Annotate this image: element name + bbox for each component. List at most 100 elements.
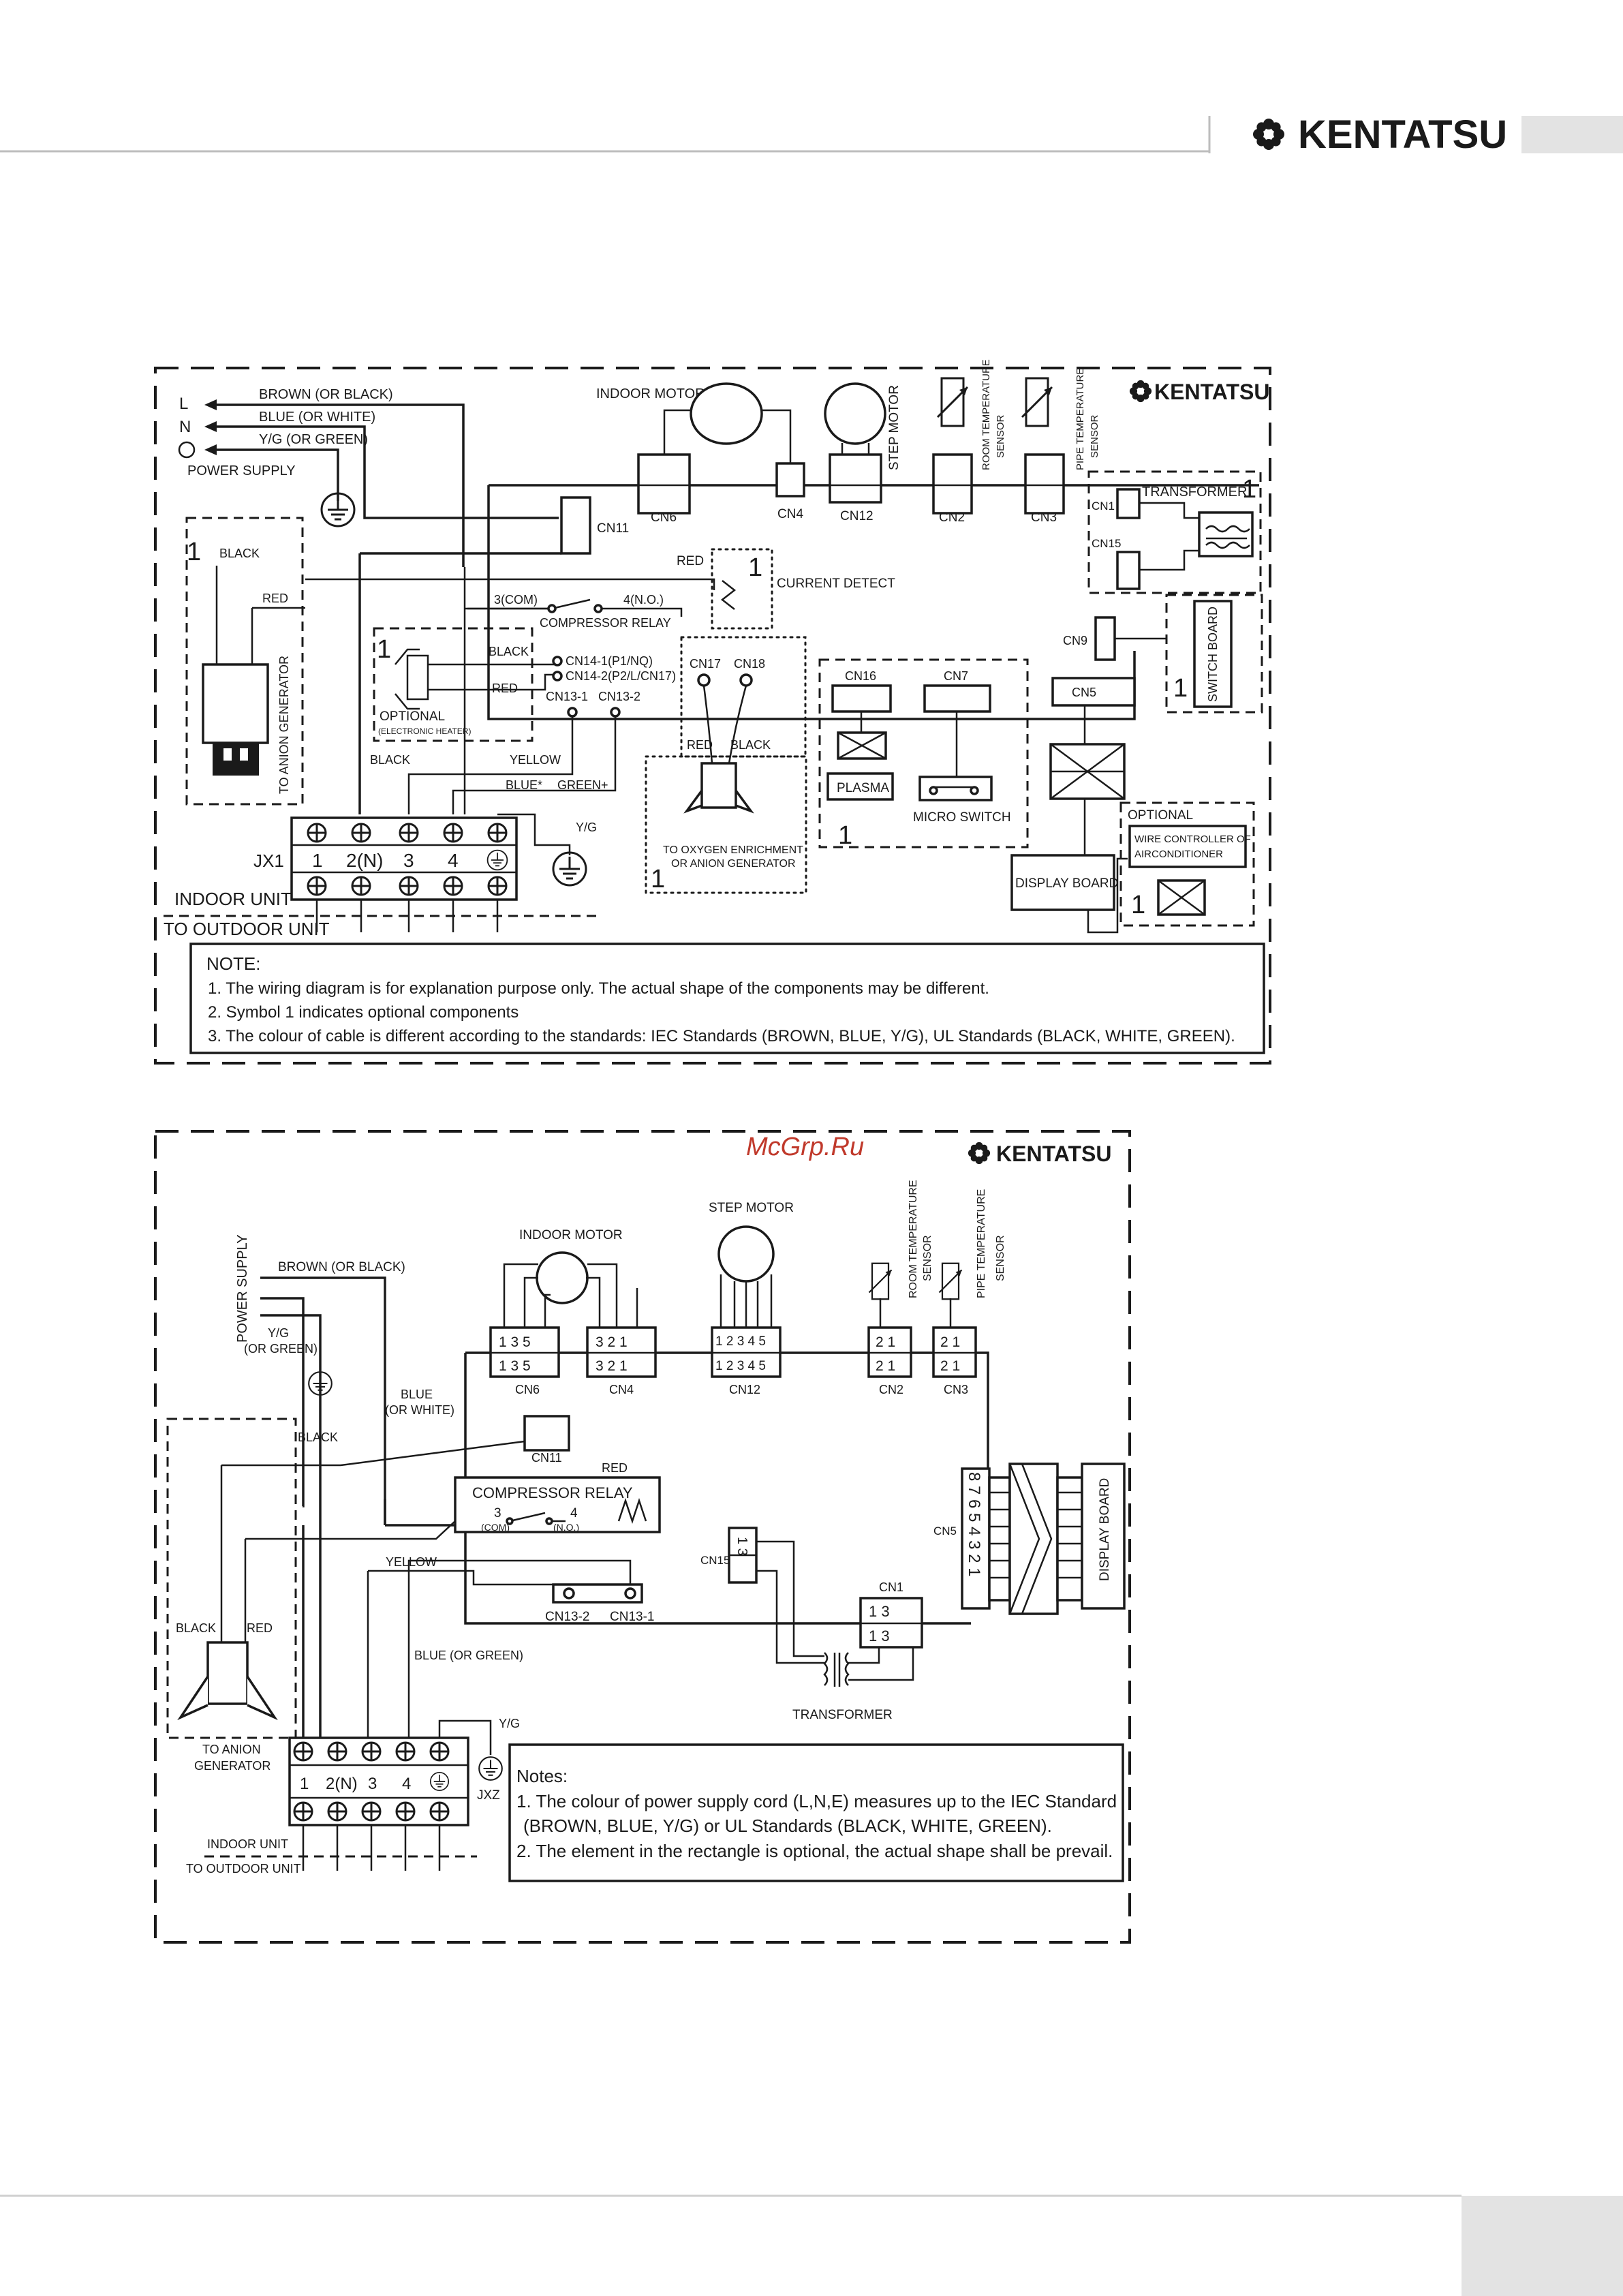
micro-switch-label: MICRO SWITCH [913,810,1011,825]
plasma-optional-mark: 1 [838,821,852,850]
current-detect-optional-mark: 1 [748,553,762,582]
cn12-label-2: CN12 [729,1383,760,1396]
compressor-relay-2 [454,1476,661,1533]
step-motor-label: STEP MOTOR [887,385,901,470]
label-blue: BLUE (OR WHITE) [259,410,375,425]
black-label-6: BLACK [176,1621,216,1635]
plasma-optional-frame [818,658,1029,848]
indoor-motor-leads [663,409,792,463]
cn6-label-2: CN6 [515,1383,540,1396]
indoor-motor-label: INDOOR MOTOR [596,386,705,401]
electronic-heater-icon [395,648,447,710]
cn13-1-label: CN13-1 [546,690,588,703]
wire-controller-label-2: AIRCONDITIONER [1134,848,1223,860]
electronic-heater-label: (ELECTRONIC HEATER) [378,726,471,736]
pipe-sensor-icon-2 [938,1262,963,1300]
pipe-sensor-2-label-1: PIPE TEMPERATURE [976,1189,987,1298]
wire-red-relay [305,578,715,590]
current-detect-optional-frame [711,548,773,630]
yg-label-2a: Y/G [268,1326,289,1340]
ground-2-icon [552,851,587,887]
transformer-optional-mark: 1 [1242,475,1256,504]
jx1-terminal-2: 2(N) [346,850,383,871]
plasma-label: PLASMA [837,781,889,795]
oxygen-optional-mark: 1 [651,865,665,893]
diagram-1: KENTATSU L N BROWN (OR BLACK) BLUE (OR W… [154,359,1271,1065]
main-board-bus [487,484,1259,720]
earth-symbol-icon [178,441,196,459]
anion-optional-frame [185,517,304,806]
cn1-label-2: CN1 [879,1580,903,1594]
arrow-n-icon [204,421,217,432]
connector-cn9 [1094,616,1116,661]
indoor-unit-label: INDOOR UNIT [174,889,292,909]
red-label-6: RED [247,1621,273,1635]
brown-label-2: BROWN (OR BLACK) [278,1260,405,1274]
red-label-5: RED [602,1461,628,1475]
current-detect-label: CURRENT DETECT [777,577,895,591]
wire-controller-optional-mark: 1 [1131,891,1145,919]
room-sensor-2-label-1: ROOM TEMPERATURE [908,1180,919,1298]
cn2-label: CN2 [939,510,965,525]
relay-no-label-2: (N.O.) [553,1522,579,1533]
green-plus-label: GREEN+ [557,778,608,792]
relay-com-label: 3(COM) [494,593,538,607]
outdoor-unit-label: TO OUTDOOR UNIT [164,919,330,939]
yg-label-1: Y/G [576,821,597,834]
cn6-pins-top: 1 3 5 [499,1334,531,1350]
optional-heater-label: OPTIONAL [380,709,445,724]
connector-cn11-2 [523,1415,570,1452]
oxygen-optional-frame-lower [645,755,807,894]
room-sensor-2-label-2: SENSOR [922,1235,933,1281]
cn14-1-label: CN14-1(P1/NQ) [566,654,653,668]
cn3-label-2: CN3 [944,1383,968,1396]
notes-2-line-2: (BROWN, BLUE, Y/G) or UL Standards (BLAC… [523,1816,1052,1836]
cn12-pins-bottom: 1 2 3 4 5 [715,1359,766,1373]
black-label-2: BLACK [370,753,410,767]
watermark: McGrp.Ru [746,1133,864,1161]
ground-1-icon [320,492,356,527]
power-supply-label: POWER SUPPLY [187,463,296,478]
heater-optional-mark: 1 [377,635,391,664]
anion-generator-label: TO ANION GENERATOR [277,656,291,794]
connector-cn16 [831,684,892,713]
wire2-left-1 [260,1297,305,1748]
blue-label-2a: BLUE [401,1388,433,1401]
notes-1-title: NOTE: [206,953,260,974]
step-motor-label-2: STEP MOTOR [709,1201,794,1215]
indoor-unit-label-2: INDOOR UNIT [207,1837,288,1851]
transformer-icon-2 [823,1652,850,1687]
diagram-1-frame [154,367,1271,1065]
room-sensor-icon [936,377,969,427]
jxz-terminal-4: 4 [402,1775,411,1793]
ground-4-icon [478,1756,503,1781]
cn13-2-label: CN13-2 [598,690,640,703]
optional-wire-label: OPTIONAL [1128,808,1193,823]
cn12-label: CN12 [840,509,874,523]
connector-cn4 [775,462,805,498]
oxygen-generator-icon [683,762,754,814]
cn15-pins: 1 3 [735,1537,749,1556]
connector-cn5 [1051,677,1136,707]
arrow-e-icon [204,444,217,455]
connector-cn7 [923,684,991,713]
cn3-label: CN3 [1031,510,1057,525]
blue-label-2b: (OR WHITE) [385,1403,454,1417]
yellow-label-2: YELLOW [386,1555,437,1569]
cn16-label: CN16 [845,669,876,683]
footer-tab [1462,2196,1623,2296]
anion-optional-mark: 1 [187,538,201,566]
pipe-sensor-icon [1021,377,1053,427]
wire2-black-anion [220,1440,525,1656]
arrow-l-icon [204,399,217,410]
notes-box-1 [189,943,1265,1054]
header-brand: KENTATSU [1298,112,1507,157]
switch-board-label: SWITCH BOARD [1206,607,1220,702]
notes-box-2 [508,1743,1124,1882]
wire-controller-label-1: WIRE CONTROLLER OF [1134,833,1251,845]
yg-label-3: Y/G [499,1717,520,1730]
jx1-terminal-3: 3 [403,850,414,871]
display-connector-icon-2 [1008,1463,1059,1615]
heater-optional-frame [373,627,534,742]
